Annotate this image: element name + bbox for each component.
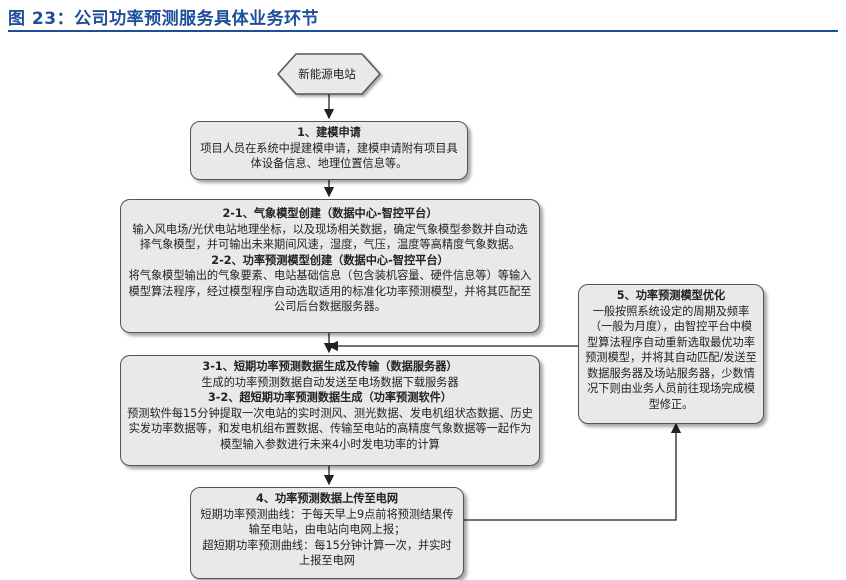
box4-text-a: 短期功率预测曲线：于每天早上9点前将预测结果传输至电站，由电站向电网上报； xyxy=(200,507,454,537)
box5-text: 一般按照系统设定的周期及频率（一般为月度），由智控平台中模型算法程序自动重新选取… xyxy=(585,304,757,411)
start-node-label: 新能源电站 xyxy=(298,67,356,81)
arrow-box4-to-box5 xyxy=(464,422,682,521)
box3-text-b: 预测软件每15分钟提取一次电站的实时测风、测光数据、发电机组状态数据、历史实发功… xyxy=(127,406,533,451)
box3-heading-a: 3-1、短期功率预测数据生成及传输（数据服务器） xyxy=(202,360,458,373)
box3-heading-b: 3-2、超短期功率预测数据生成（功率预测软件） xyxy=(208,391,452,404)
figure-title: 图 23：公司功率预测服务具体业务环节 xyxy=(8,9,320,29)
box-model-optimization: 5、功率预测模型优化 一般按照系统设定的周期及频率（一般为月度），由智控平台中模… xyxy=(578,284,764,424)
box-modeling-request: 1、建模申请 项目人员在系统中提建模申请，建模申请附有项目具体设备信息、地理位置… xyxy=(190,121,468,180)
box3-text-a: 生成的功率预测数据自动发送至电场数据下载服务器 xyxy=(201,375,459,389)
box2-heading-b: 2-2、功率预测模型创建（数据中心-智控平台） xyxy=(211,253,449,267)
box5-heading: 5、功率预测模型优化 xyxy=(616,289,726,302)
box-model-creation: 2-1、气象模型创建（数据中心-智控平台） 输入风电场/光伏电站地理坐标，以及现… xyxy=(120,199,540,333)
box4-text-b: 超短期功率预测曲线：每15分钟计算一次，并实时上报至电网 xyxy=(202,538,452,568)
box2-text-b: 将气象模型输出的气象要素、电站基础信息（包含装机容量、硬件信息等）等输入模型算法… xyxy=(128,269,532,313)
box2-heading-a: 2-1、气象模型创建（数据中心-智控平台） xyxy=(222,207,438,220)
start-node-shape xyxy=(276,53,382,95)
box2-text-a: 输入风电场/光伏电站地理坐标，以及现场相关数据，确定气象模型参数并自动选择气象模… xyxy=(132,222,528,252)
box-forecast-generation: 3-1、短期功率预测数据生成及传输（数据服务器） 生成的功率预测数据自动发送至电… xyxy=(120,355,540,466)
box1-text: 项目人员在系统中提建模申请，建模申请附有项目具体设备信息、地理位置信息等。 xyxy=(200,141,458,171)
box-upload-to-grid: 4、功率预测数据上传至电网 短期功率预测曲线：于每天早上9点前将预测结果传输至电… xyxy=(190,487,464,579)
title-divider xyxy=(8,30,838,32)
box4-heading: 4、功率预测数据上传至电网 xyxy=(255,492,399,505)
box1-heading: 1、建模申请 xyxy=(297,126,361,139)
